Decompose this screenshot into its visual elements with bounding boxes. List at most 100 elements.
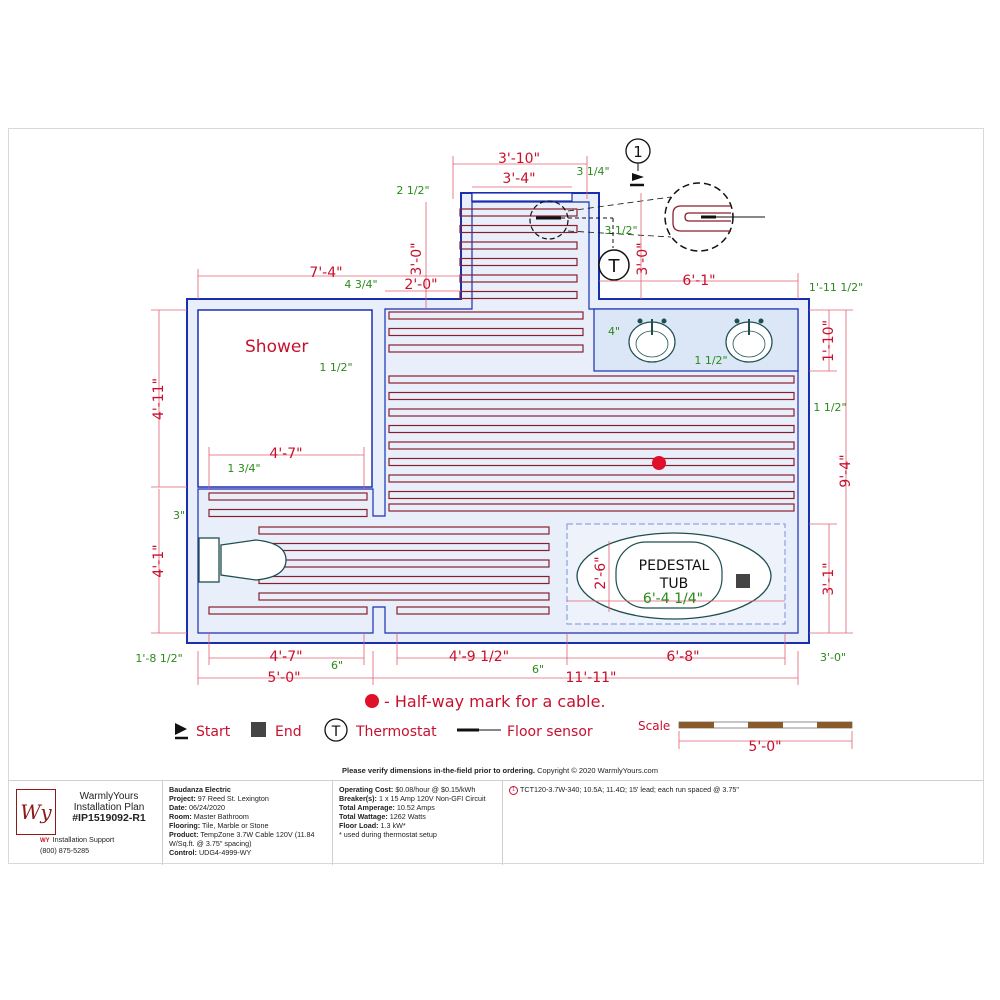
project-row: Date: 06/24/2020 <box>169 803 326 812</box>
electrical-key: Operating Cost: <box>339 785 394 794</box>
tub-label-line1: PEDESTAL <box>639 558 710 574</box>
project-key: Room: <box>169 812 192 821</box>
project-value: TempZone 3.7W Cable 120V (11.84 W/Sq.ft.… <box>169 830 315 848</box>
electrical-note: * used during thermostat setup <box>339 830 437 839</box>
electrical-key: Total Amperage: <box>339 803 395 812</box>
electrical-row: Total Wattage: 1262 Watts <box>339 812 496 821</box>
svg-text:T: T <box>608 256 621 277</box>
electrical-value: $0.08/hour @ $0.15/kWh <box>395 785 476 794</box>
cable-run <box>388 474 795 483</box>
project-row: Room: Master Bathroom <box>169 812 326 821</box>
shower-area <box>197 309 373 488</box>
dim-v-3-0-left: 3'-0" <box>409 242 425 275</box>
cable-run <box>388 441 795 450</box>
dim-v-3-0-right: 3'-0" <box>635 242 651 275</box>
cable-run <box>208 606 368 615</box>
pedestal-tub: PEDESTAL TUB <box>566 523 786 625</box>
svg-text:T: T <box>331 724 341 740</box>
verify-text: Please verify dimensions in-the-field pr… <box>342 766 535 775</box>
dim-shower-1-half: 1 1/2" <box>319 361 352 374</box>
dim-bot-1-8-half: 1'-8 1/2" <box>135 652 182 665</box>
cable-run <box>258 592 550 601</box>
dim-v-4-1: 4'-1" <box>151 544 167 577</box>
dim-v-4-11: 4'-11" <box>151 378 167 420</box>
toilet <box>198 537 287 583</box>
project-row: Product: TempZone 3.7W Cable 120V (11.84… <box>169 830 326 848</box>
cable-run <box>459 257 578 267</box>
dim-top-3-4: 3'-4" <box>502 171 535 187</box>
legend-start: Start <box>196 724 231 740</box>
dim-right-3-0: 3'-0" <box>820 651 846 664</box>
electrical-row: Operating Cost: $0.08/hour @ $0.15/kWh <box>339 785 496 794</box>
wall-plate <box>471 192 573 202</box>
project-row: Project: 97 Reed St. Lexington <box>169 794 326 803</box>
outer-wall <box>186 192 810 644</box>
electrical-value: 1.3 kW* <box>380 821 406 830</box>
scale-label: Scale <box>638 719 670 733</box>
dim-top-3-10: 3'-10" <box>498 151 540 167</box>
project-value: Baudanza Electric <box>169 785 231 794</box>
dim-left-7-4: 7'-4" <box>309 265 342 281</box>
dim-3-half: 3 1/2" <box>604 224 637 237</box>
cable-run <box>396 606 550 615</box>
electrical-key: Breaker(s): <box>339 794 377 803</box>
dim-vanity-1-half: 1 1/2" <box>694 354 727 367</box>
cable-run <box>388 490 795 500</box>
electrical-row: Total Amperage: 10.52 Amps <box>339 803 496 812</box>
company-name: WarmlyYours <box>79 791 139 802</box>
cable-run <box>388 311 584 320</box>
tub-label-line2: TUB <box>659 576 688 592</box>
dim-top-2-half: 2 1/2" <box>396 184 429 197</box>
cable-run <box>258 526 550 535</box>
floor-plan-diagram: PEDESTAL TUB Shower T <box>135 138 863 755</box>
dim-4-3-4: 4 3/4" <box>344 278 377 291</box>
dim-bot-6in-b: 6" <box>532 663 544 676</box>
project-row: Control: UDG4-4999-WY <box>169 848 326 857</box>
dim-right-6-1: 6'-1" <box>682 273 715 289</box>
support-badge: WY <box>40 838 50 844</box>
project-key: Date: <box>169 803 187 812</box>
project-value: UDG4-4999-WY <box>198 848 252 857</box>
dim-bot-5-0: 5'-0" <box>267 670 300 686</box>
cable-run <box>388 503 795 512</box>
cable-spec: TCT120-3.7W-340; 10.5A; 11.4Ω; 15' lead;… <box>520 785 739 794</box>
dim-h-4-7-mid: 4'-7" <box>269 446 302 462</box>
project-row: Baudanza Electric <box>169 785 326 794</box>
cable-run <box>459 290 578 300</box>
electrical-row: Breaker(s): 1 x 15 Amp 120V Non-GFI Circ… <box>339 794 496 803</box>
legend-end: End <box>275 724 302 740</box>
detail-callout: 1 <box>625 138 651 187</box>
legend: - Half-way mark for a cable. Start End T… <box>175 692 853 755</box>
cable-run <box>388 375 795 384</box>
dim-right-1-half: 1 1/2" <box>813 401 846 414</box>
verify-note: Please verify dimensions in-the-field pr… <box>0 766 1000 775</box>
electrical-row: Floor Load: 1.3 kW* <box>339 821 496 830</box>
cable-run <box>388 344 584 353</box>
cable-marker: 1 <box>509 785 518 795</box>
plan-number: #IP1519092-R1 <box>72 812 146 824</box>
plan-sheet: PEDESTAL TUB Shower T <box>8 128 984 864</box>
cable-run <box>459 224 578 234</box>
floor-sensor-detail <box>529 182 765 252</box>
sink-right <box>725 318 773 363</box>
project-key: Control: <box>169 848 197 857</box>
dim-2-0: 2'-0" <box>404 277 437 293</box>
dim-bot-4-7: 4'-7" <box>269 649 302 665</box>
dimension-lines <box>151 156 853 685</box>
electrical-value: 1 x 15 Amp 120V Non-GFI Circuit <box>378 794 486 803</box>
project-value: Master Bathroom <box>193 812 249 821</box>
dim-bot-4-9-half: 4'-9 1/2" <box>449 649 509 665</box>
dim-v-9-4: 9'-4" <box>838 454 854 487</box>
plan-type: Installation Plan <box>73 802 145 813</box>
logo-column: Wy WarmlyYours Installation Plan #IP1519… <box>8 781 163 865</box>
copyright-text: Copyright © 2020 WarmlyYours.com <box>537 766 658 775</box>
legend-halfway: - Half-way mark for a cable. <box>384 692 606 711</box>
dim-v-2-6: 2'-6" <box>593 556 609 589</box>
dim-1-3-4: 1 3/4" <box>227 462 260 475</box>
legend-floor-sensor: Floor sensor <box>507 724 593 740</box>
dim-tub-6-4-quarter: 6'-4 1/4" <box>643 591 703 607</box>
halfway-mark <box>652 456 666 470</box>
cable-run <box>388 408 795 417</box>
